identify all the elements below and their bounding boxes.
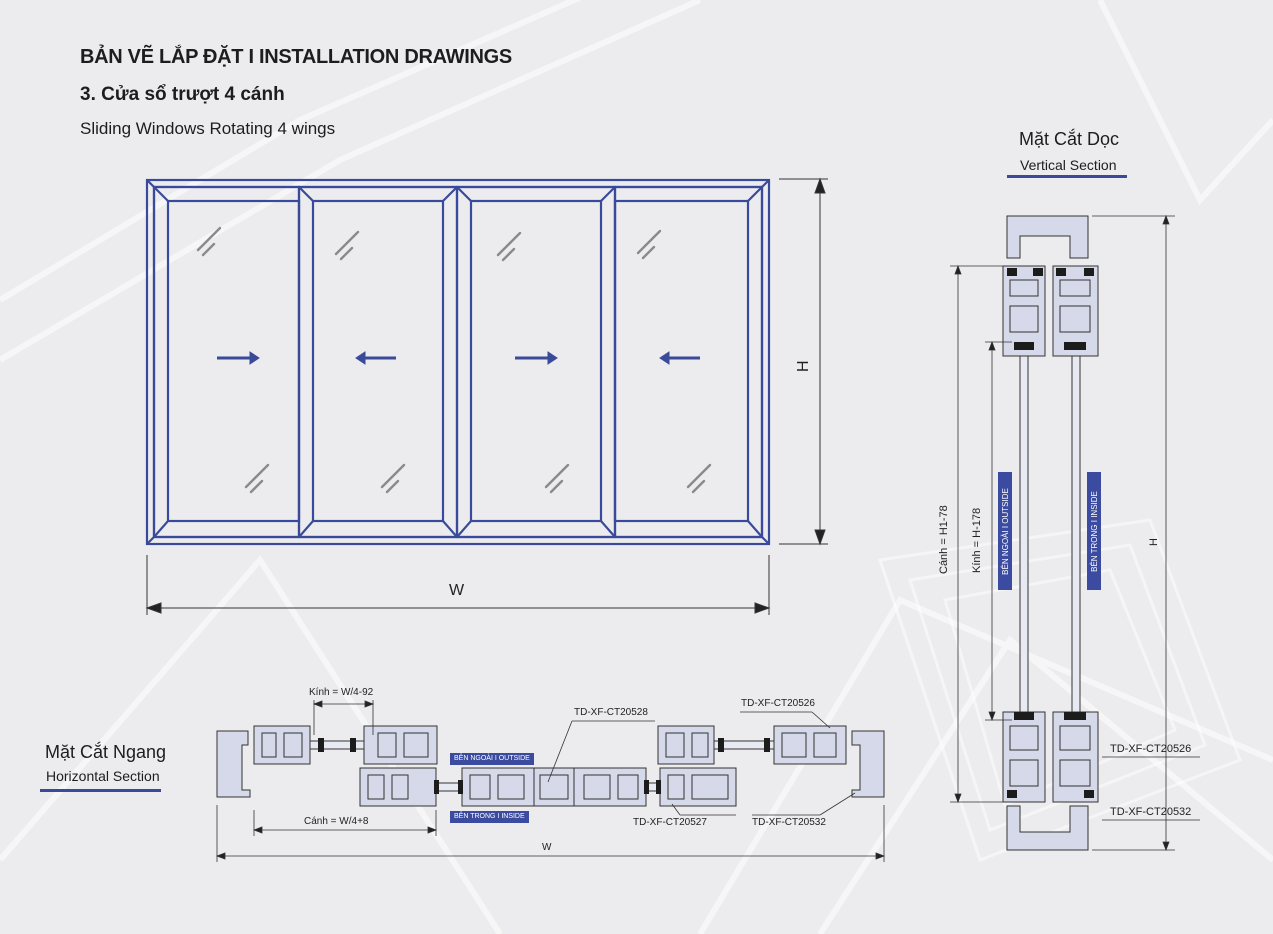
arrow-left-icon — [659, 351, 700, 365]
vertical-glass-dimension: Kính = H-178 — [971, 507, 983, 573]
vertical-total-dimension: H — [1148, 538, 1160, 546]
vertical-inside-tag-text: BÊN TRONG I INSIDE — [1089, 490, 1099, 572]
vertical-inside-tag: BÊN TRONG I INSIDE — [1087, 472, 1101, 590]
profile-label-ct20527: TD-XF-CT20527 — [633, 817, 707, 828]
profile-label-ct20528: TD-XF-CT20528 — [574, 707, 648, 718]
vertical-section-underline — [1007, 175, 1127, 178]
profile-label-ct20526-v: TD-XF-CT20526 — [1110, 743, 1192, 755]
page-title: BẢN VẼ LẮP ĐẶT I INSTALLATION DRAWINGS — [80, 46, 512, 68]
arrow-left-icon — [355, 351, 396, 365]
vertical-section-subtitle: Vertical Section — [1020, 157, 1117, 173]
vertical-section-title: Mặt Cắt Dọc — [1019, 129, 1120, 149]
page-subtitle: 3. Cửa sổ trượt 4 cánh — [80, 84, 285, 105]
horizontal-section-title: Mặt Cắt Ngang — [45, 742, 167, 762]
profile-label-ct20526-h: TD-XF-CT20526 — [741, 698, 815, 709]
arrow-right-icon — [515, 351, 558, 365]
profile-label-ct20532-v: TD-XF-CT20532 — [1110, 806, 1192, 818]
vertical-outside-tag: BÊN NGOÀI I OUTSIDE — [998, 472, 1012, 590]
vertical-outside-tag-text: BÊN NGOÀI I OUTSIDE — [1000, 487, 1010, 575]
horizontal-section-subtitle: Horizontal Section — [46, 768, 160, 784]
width-dimension-label: W — [449, 582, 465, 599]
page-caption: Sliding Windows Rotating 4 wings — [80, 119, 336, 138]
horizontal-inside-tag: BÊN TRONG I INSIDE — [450, 811, 529, 823]
horizontal-section-underline — [40, 789, 161, 792]
profile-label-ct20532-h: TD-XF-CT20532 — [752, 817, 826, 828]
vertical-sash-dimension: Cánh = H1-78 — [938, 505, 950, 574]
outer-frame — [145, 178, 771, 546]
horizontal-total-dimension: W — [542, 842, 552, 853]
arrow-right-icon — [217, 351, 260, 365]
horizontal-outside-tag: BÊN NGOÀI I OUTSIDE — [450, 753, 534, 765]
horizontal-glass-dimension: Kính = W/4-92 — [309, 687, 374, 698]
horizontal-sash-dimension: Cánh = W/4+8 — [304, 816, 369, 827]
